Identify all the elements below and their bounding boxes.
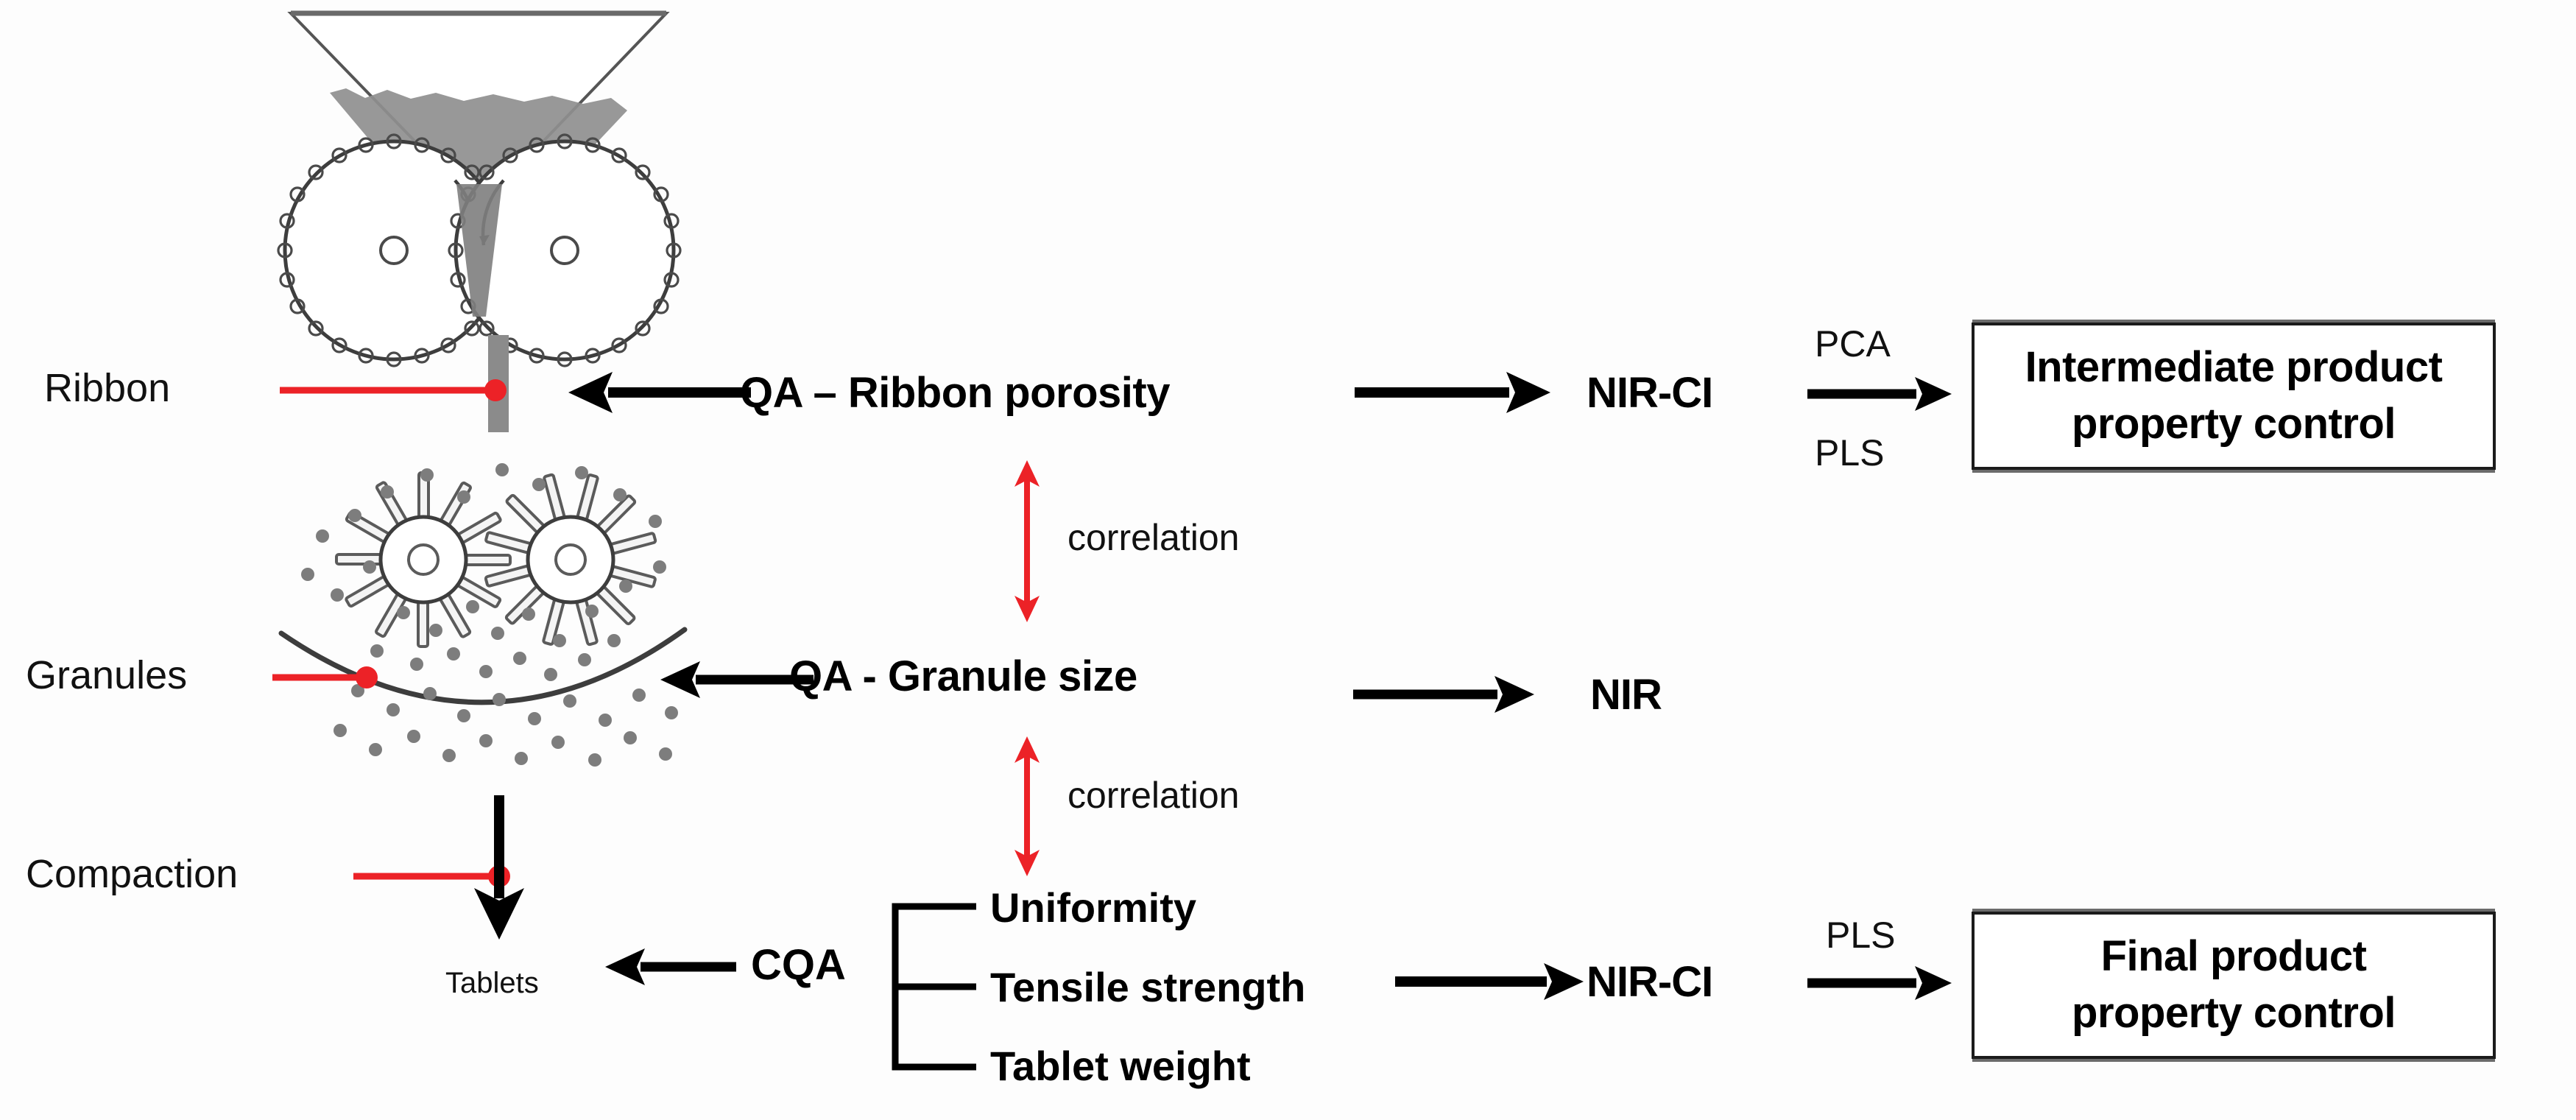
arrow-right-icon-top-to-box <box>1807 377 1955 411</box>
arrow-right-icon-middle-to-nir <box>1353 676 1537 713</box>
cqa-item-tensile-strength: Tensile strength <box>990 964 1306 1010</box>
outcome-line-1: Intermediate product <box>2025 343 2443 392</box>
outcome-box-final-text: Final product property control <box>2072 929 2396 1041</box>
leader-line-granules <box>272 663 383 692</box>
outcome-box-final: Final product property control <box>1972 912 2496 1059</box>
process-label-granules: Granules <box>26 653 188 697</box>
double-arrow-vertical-icon-top <box>1005 460 1049 622</box>
outcome-box-intermediate: Intermediate product property control <box>1972 323 2496 470</box>
brace-bracket-icon <box>889 902 985 1071</box>
cqa-group-label: CQA <box>751 941 846 989</box>
arrow-down-icon <box>464 795 552 943</box>
arrow-right-icon-bottom-to-nirci <box>1395 963 1587 1000</box>
outcome-box-intermediate-text: Intermediate product property control <box>2025 339 2443 452</box>
roller-compactor-icon <box>277 133 511 367</box>
granule-particles-icon <box>301 463 678 767</box>
process-label-ribbon: Ribbon <box>44 366 171 410</box>
roller-compactor-illustration <box>243 0 714 471</box>
technique-label-middle: NIR <box>1590 671 1662 719</box>
correlation-label-top: correlation <box>1068 517 1240 558</box>
granulator-mill-illustration <box>243 457 714 773</box>
double-arrow-vertical-icon-bottom <box>1005 736 1049 876</box>
arrow-right-icon-top-to-nirci <box>1355 372 1553 413</box>
cqa-item-tablet-weight: Tablet weight <box>990 1043 1251 1089</box>
outcome-line-2: property control <box>2072 989 2396 1037</box>
cqa-item-uniformity: Uniformity <box>990 884 1196 931</box>
attribute-label-ribbon-porosity: QA – Ribbon porosity <box>740 369 1170 417</box>
method-label-pls-top: PLS <box>1815 432 1885 473</box>
attribute-label-granule-size: QA - Granule size <box>789 652 1137 700</box>
technique-label-bottom: NIR-CI <box>1587 958 1713 1006</box>
correlation-label-bottom: correlation <box>1068 775 1240 816</box>
process-label-tablets: Tablets <box>445 967 539 999</box>
outcome-line-1: Final product <box>2100 932 2367 981</box>
arrow-left-icon-bottom-row <box>604 948 736 985</box>
process-label-compaction: Compaction <box>26 852 239 896</box>
method-label-pls-bottom: PLS <box>1826 915 1896 956</box>
leader-line-ribbon <box>280 376 515 405</box>
arrow-left-icon-top-row <box>567 372 751 413</box>
technique-label-top: NIR-CI <box>1587 369 1713 417</box>
outcome-line-2: property control <box>2072 400 2396 448</box>
arrow-left-icon-middle-row <box>659 661 814 698</box>
method-label-pca: PCA <box>1815 323 1891 364</box>
arrow-right-icon-bottom-to-box <box>1807 966 1955 1000</box>
